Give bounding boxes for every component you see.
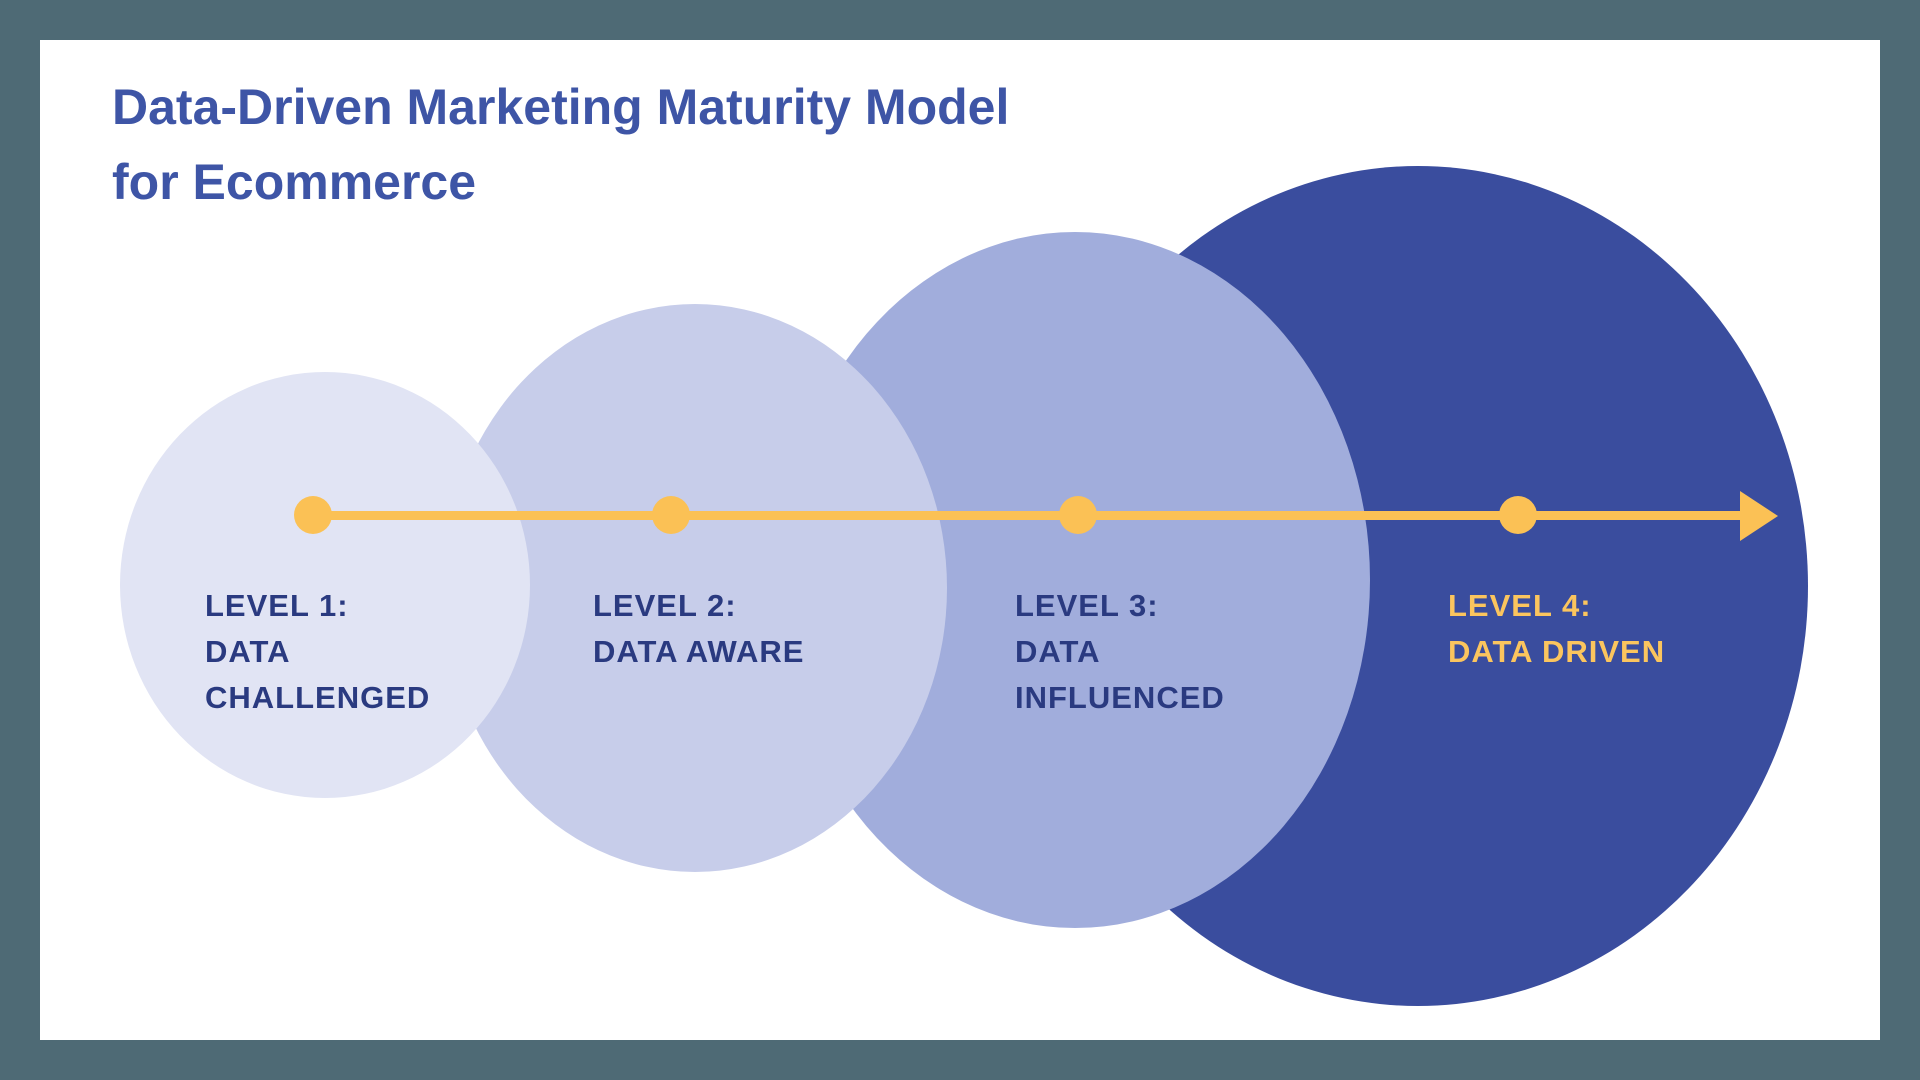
timeline-arrow-head-icon (1740, 491, 1778, 541)
timeline-dot-level-4 (1499, 496, 1537, 534)
level-label-1-line-3: CHALLENGED (205, 680, 431, 715)
level-label-3-line-2: DATA (1015, 634, 1101, 669)
level-label-3-line-3: INFLUENCED (1015, 680, 1225, 715)
level-label-4: LEVEL 4: DATA DRIVEN (1448, 583, 1665, 675)
diagram-title: Data-Driven Marketing Maturity Model for… (112, 70, 1009, 220)
title-line-1: Data-Driven Marketing Maturity Model (112, 79, 1010, 135)
level-label-4-line-1: LEVEL 4: (1448, 588, 1592, 623)
timeline-dot-level-2 (652, 496, 690, 534)
title-line-2: for Ecommerce (112, 154, 477, 210)
level-label-2: LEVEL 2: DATA AWARE (593, 583, 805, 675)
level-label-3: LEVEL 3: DATA INFLUENCED (1015, 583, 1225, 721)
level-label-2-line-1: LEVEL 2: (593, 588, 737, 623)
timeline-dot-level-3 (1059, 496, 1097, 534)
level-label-1-line-2: DATA (205, 634, 291, 669)
timeline-arrow-line (313, 511, 1746, 520)
level-label-1: LEVEL 1: DATA CHALLENGED (205, 583, 430, 721)
timeline-dot-level-1 (294, 496, 332, 534)
level-label-1-line-1: LEVEL 1: (205, 588, 349, 623)
maturity-circle-level-1 (120, 372, 530, 798)
level-label-3-line-1: LEVEL 3: (1015, 588, 1159, 623)
level-label-4-line-2: DATA DRIVEN (1448, 634, 1666, 669)
level-label-2-line-2: DATA AWARE (593, 634, 805, 669)
